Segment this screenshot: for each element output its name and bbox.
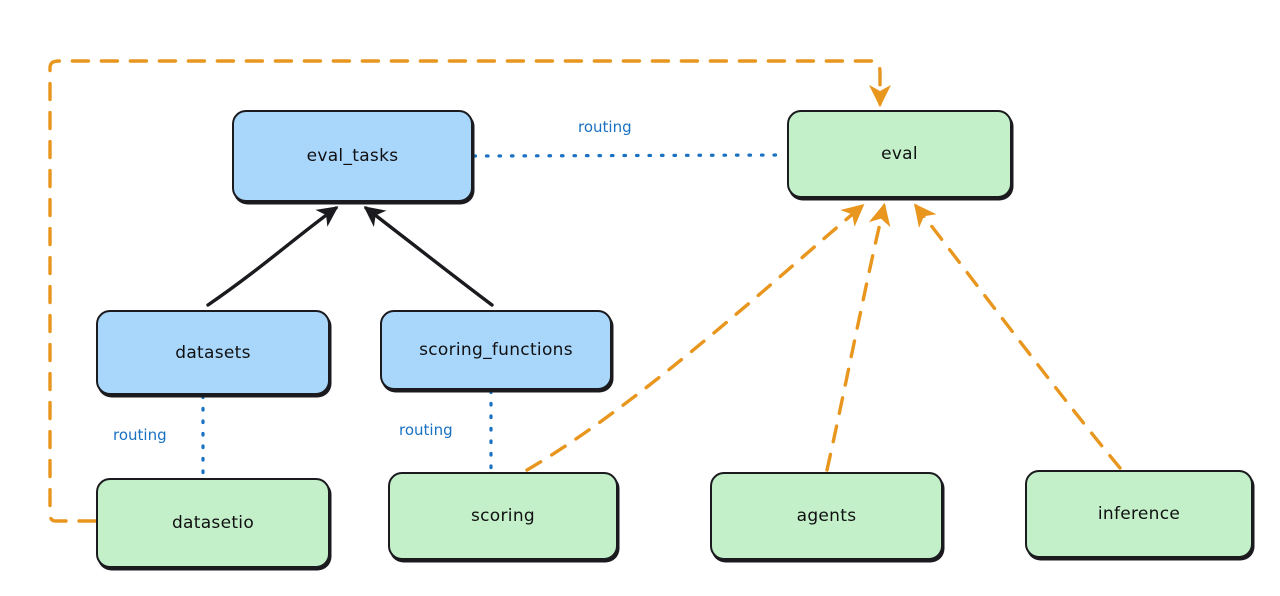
node-datasets[interactable]: datasets	[96, 310, 330, 395]
edge-scoring-functions-to-eval-tasks	[363, 206, 494, 307]
node-label-eval: eval	[881, 144, 918, 164]
edge-datasetio-to-eval	[48, 59, 892, 523]
node-datasetio[interactable]: datasetio	[96, 478, 330, 568]
node-label-eval-tasks: eval_tasks	[306, 146, 399, 166]
edge-label-routing-eval-tasks-eval: routing	[578, 118, 632, 136]
node-label-datasetio: datasetio	[171, 513, 255, 533]
node-label-agents: agents	[796, 506, 857, 526]
node-eval[interactable]: eval	[787, 110, 1012, 198]
node-scoring[interactable]: scoring	[388, 472, 618, 560]
node-eval-tasks[interactable]: eval_tasks	[232, 110, 473, 202]
node-inference[interactable]: inference	[1025, 470, 1253, 558]
edge-label-routing-datasets-datasetio: routing	[113, 426, 167, 444]
edge-label-routing-scoring-functions-scoring: routing	[399, 421, 453, 439]
edge-datasets-to-eval-tasks	[206, 206, 339, 307]
node-label-datasets: datasets	[175, 342, 251, 363]
edge-scoring-to-eval	[525, 203, 865, 472]
edge-eval-tasks-to-eval	[472, 153, 788, 158]
node-agents[interactable]: agents	[710, 472, 943, 560]
node-label-scoring: scoring	[471, 506, 535, 526]
edge-inference-to-eval	[914, 203, 1122, 470]
edge-agents-to-eval	[825, 202, 891, 472]
node-label-scoring-functions: scoring_functions	[419, 340, 573, 360]
node-label-inference: inference	[1097, 504, 1181, 524]
node-scoring-functions[interactable]: scoring_functions	[380, 310, 612, 390]
